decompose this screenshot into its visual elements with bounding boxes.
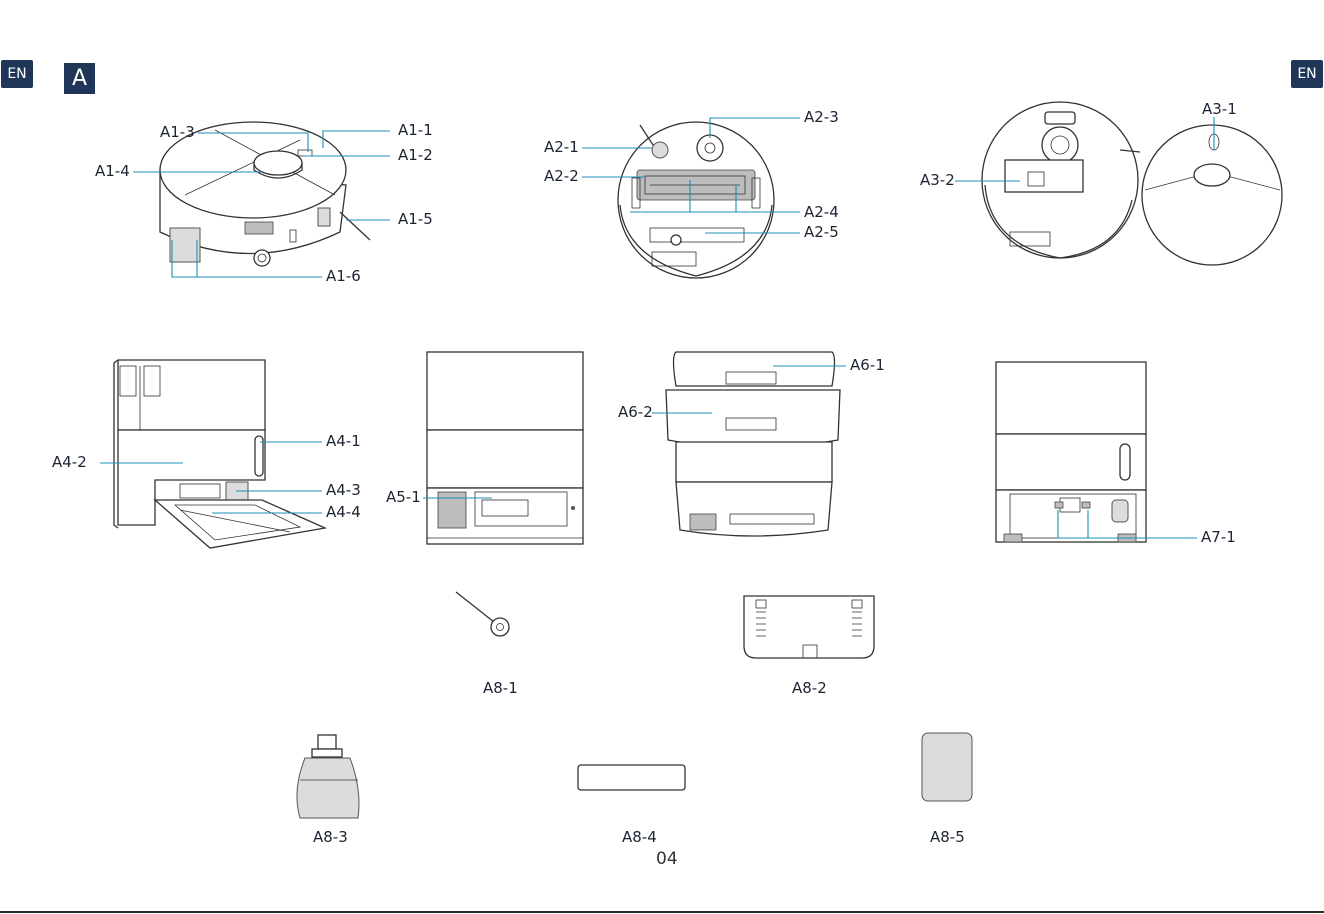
label-a1-4: A1-4 [95, 162, 130, 180]
label-a2-1: A2-1 [544, 138, 579, 156]
label-a6-2: A6-2 [618, 403, 653, 421]
label-a2-4: A2-4 [804, 203, 839, 221]
filter-illustration [578, 765, 685, 790]
robot-mop-mount-illustration [982, 102, 1282, 265]
dust-bag-illustration [297, 735, 359, 818]
label-a6-1: A6-1 [850, 356, 885, 374]
label-a2-5: A2-5 [804, 223, 839, 241]
side-brush-illustration [456, 592, 509, 636]
mop-pad-illustration [744, 596, 874, 658]
station-front-view-illustration [427, 352, 583, 544]
label-a2-2: A2-2 [544, 167, 579, 185]
label-a2-3: A2-3 [804, 108, 839, 126]
page-number: 04 [656, 849, 678, 869]
label-a8-1: A8-1 [483, 679, 518, 697]
robot-top-view-illustration [160, 122, 370, 266]
label-a4-4: A4-4 [326, 503, 361, 521]
label-a8-2: A8-2 [792, 679, 827, 697]
label-a5-1: A5-1 [386, 488, 421, 506]
robot-bottom-view-illustration [618, 122, 774, 278]
label-a4-1: A4-1 [326, 432, 361, 450]
label-a1-1: A1-1 [398, 121, 433, 139]
bottom-rule [0, 911, 1324, 913]
label-a8-3: A8-3 [313, 828, 348, 846]
label-a8-4: A8-4 [622, 828, 657, 846]
label-a1-6: A1-6 [326, 267, 361, 285]
label-a3-2: A3-2 [920, 171, 955, 189]
station-dock-view-illustration [996, 362, 1146, 542]
label-a8-5: A8-5 [930, 828, 965, 846]
station-lids-view-illustration [666, 352, 840, 536]
sponge-illustration [922, 733, 972, 801]
label-a1-5: A1-5 [398, 210, 433, 228]
label-a4-3: A4-3 [326, 481, 361, 499]
label-a1-2: A1-2 [398, 146, 433, 164]
label-a7-1: A7-1 [1201, 528, 1236, 546]
label-a3-1: A3-1 [1202, 100, 1237, 118]
label-a1-3: A1-3 [160, 123, 195, 141]
label-a4-2: A4-2 [52, 453, 87, 471]
station-side-view-illustration [114, 360, 325, 548]
